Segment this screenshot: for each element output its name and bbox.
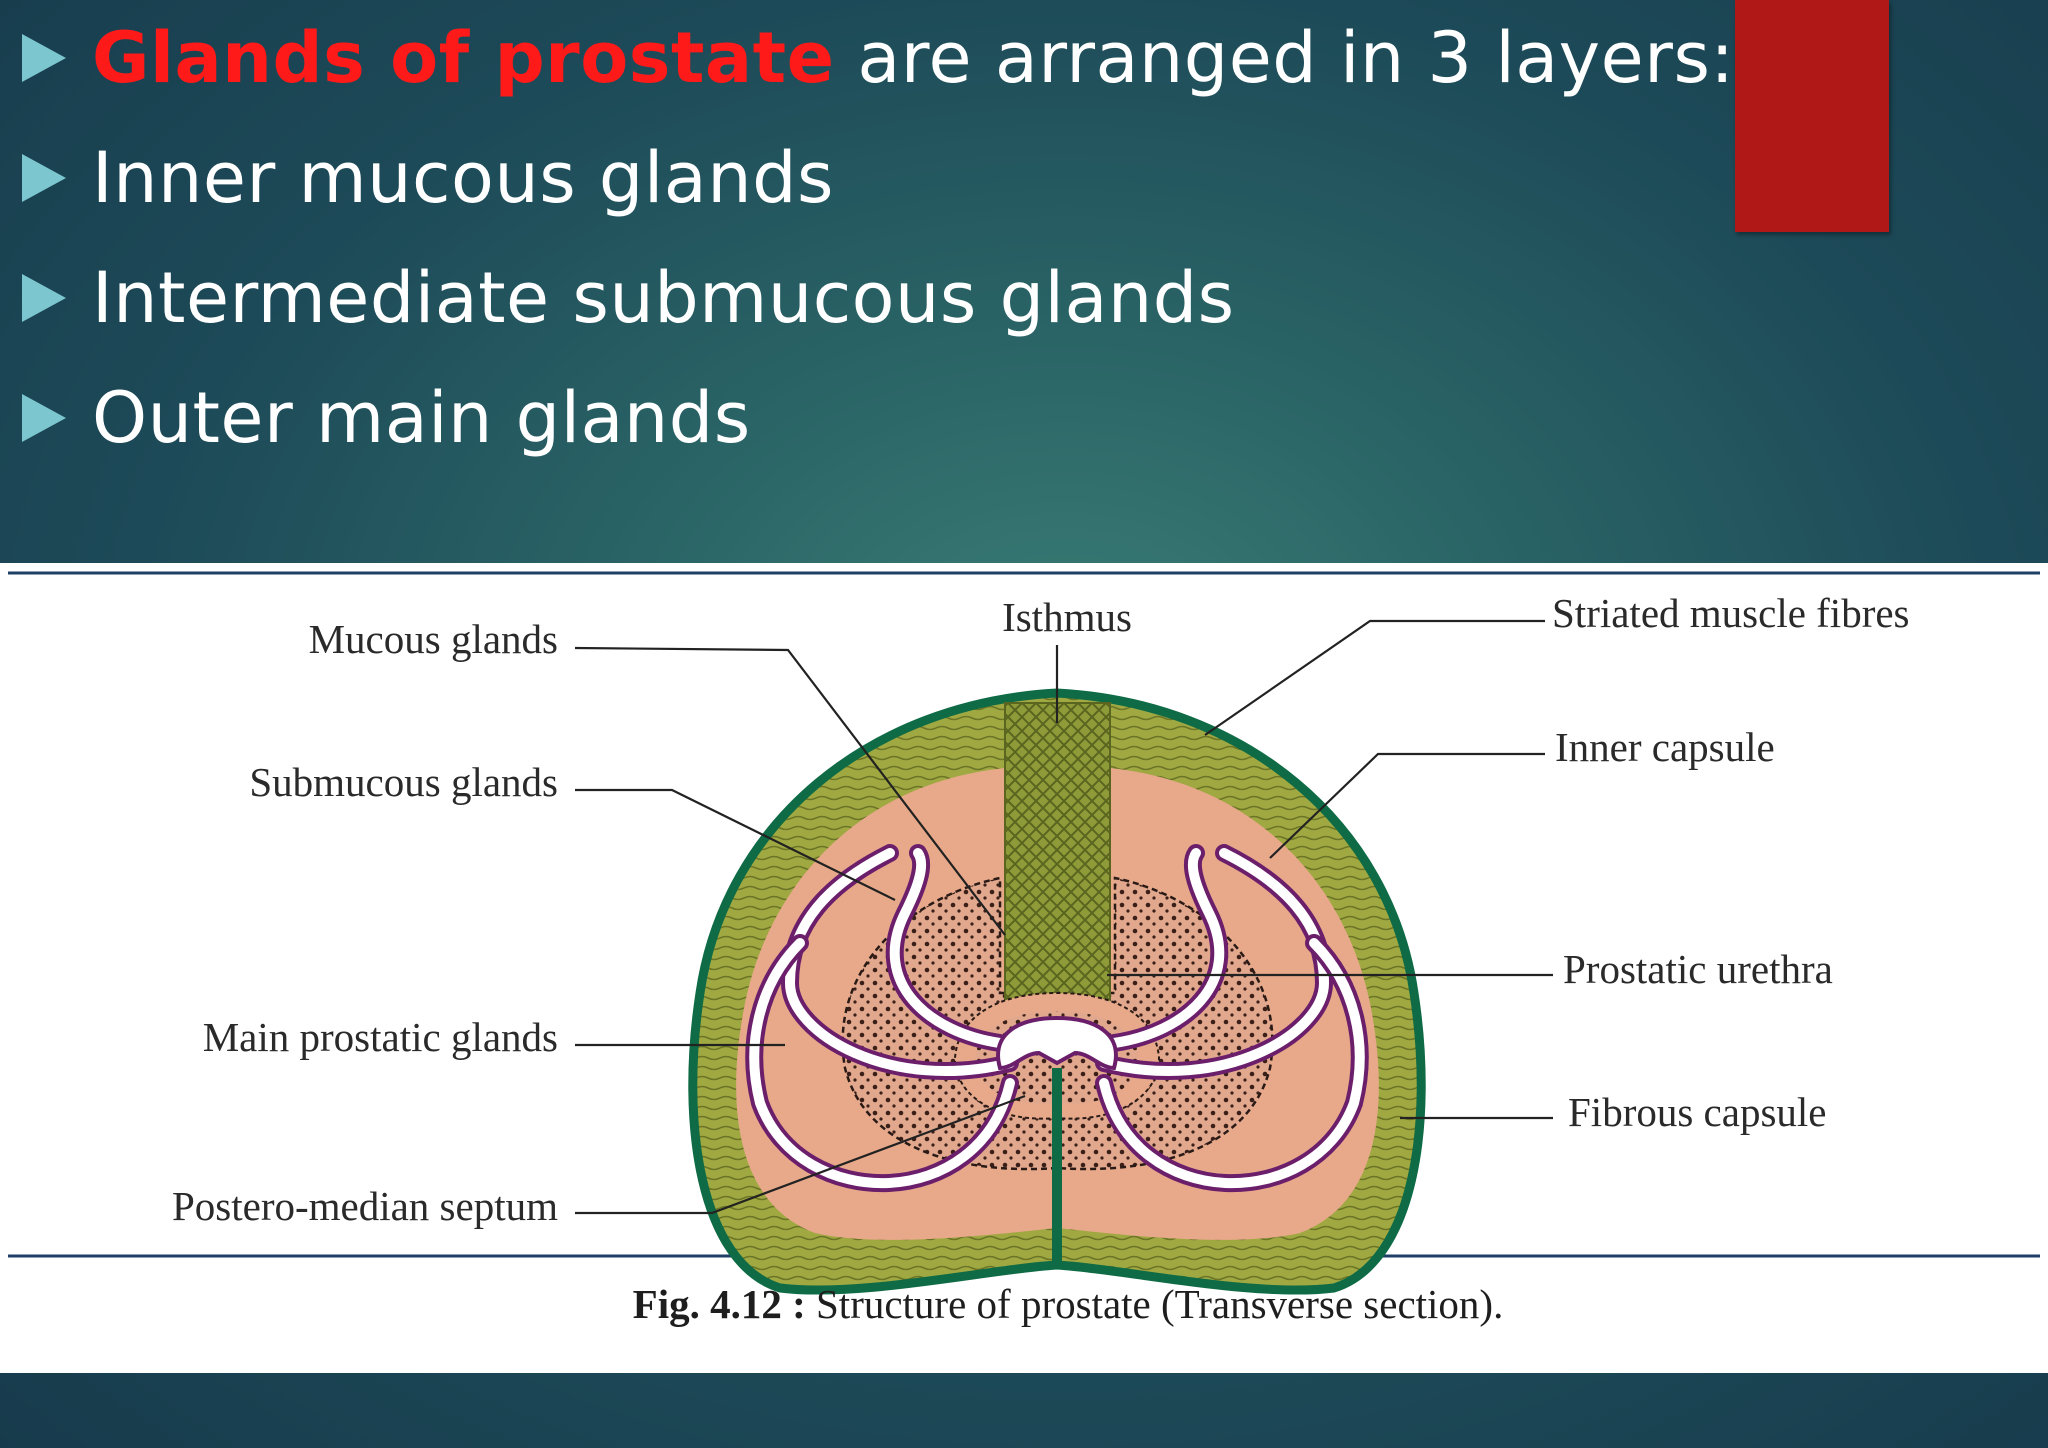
bullet-rest: are arranged in 3 layers: [834, 17, 1735, 99]
bullet-text: Outer main glands [92, 377, 751, 459]
label-fibrous-capsule: Fibrous capsule [1568, 1089, 1827, 1135]
bullet-text: Inner mucous glands [92, 137, 834, 219]
label-striated-muscle-fibres: Striated muscle fibres [1552, 590, 1910, 636]
label-prostatic-urethra: Prostatic urethra [1563, 946, 1833, 992]
bullet-arrow-icon [22, 394, 66, 442]
bullet-item: Intermediate submucous glands [22, 250, 1235, 346]
isthmus-band [1004, 702, 1111, 1024]
caption-text: Structure of prostate (Transverse sectio… [806, 1281, 1504, 1327]
label-submucous-glands: Submucous glands [249, 759, 558, 805]
figure-caption: Fig. 4.12 : Structure of prostate (Trans… [633, 1281, 1504, 1327]
bullet-arrow-icon [22, 154, 66, 202]
leader-lines [574, 619, 1553, 1215]
bullet-item: Outer main glands [22, 370, 751, 466]
bullet-arrow-icon [22, 274, 66, 322]
label-postero-median-septum: Postero-median septum [172, 1183, 558, 1229]
bullet-text: Intermediate submucous glands [92, 257, 1235, 339]
bullet-text: Glands of prostate are arranged in 3 lay… [92, 17, 1735, 99]
label-inner-capsule: Inner capsule [1555, 724, 1775, 770]
gland-ducts [745, 844, 1369, 1193]
bullet-highlight: Glands of prostate [92, 17, 835, 99]
label-main-prostatic-glands: Main prostatic glands [203, 1014, 558, 1060]
accent-bar [1735, 0, 1889, 232]
label-mucous-glands: Mucous glands [309, 616, 558, 662]
prostatic-urethra-shape [996, 1015, 1118, 1071]
prostate-diagram: Mucous glands Submucous glands Main pros… [8, 571, 2040, 1327]
caption-number: Fig. 4.12 : [633, 1281, 806, 1327]
prostate-figure: Mucous glands Submucous glands Main pros… [0, 563, 2048, 1373]
bullet-item: Glands of prostate are arranged in 3 lay… [22, 10, 1735, 106]
bullet-item: Inner mucous glands [22, 130, 834, 226]
bullet-arrow-icon [22, 34, 66, 82]
label-isthmus: Isthmus [1002, 594, 1132, 640]
